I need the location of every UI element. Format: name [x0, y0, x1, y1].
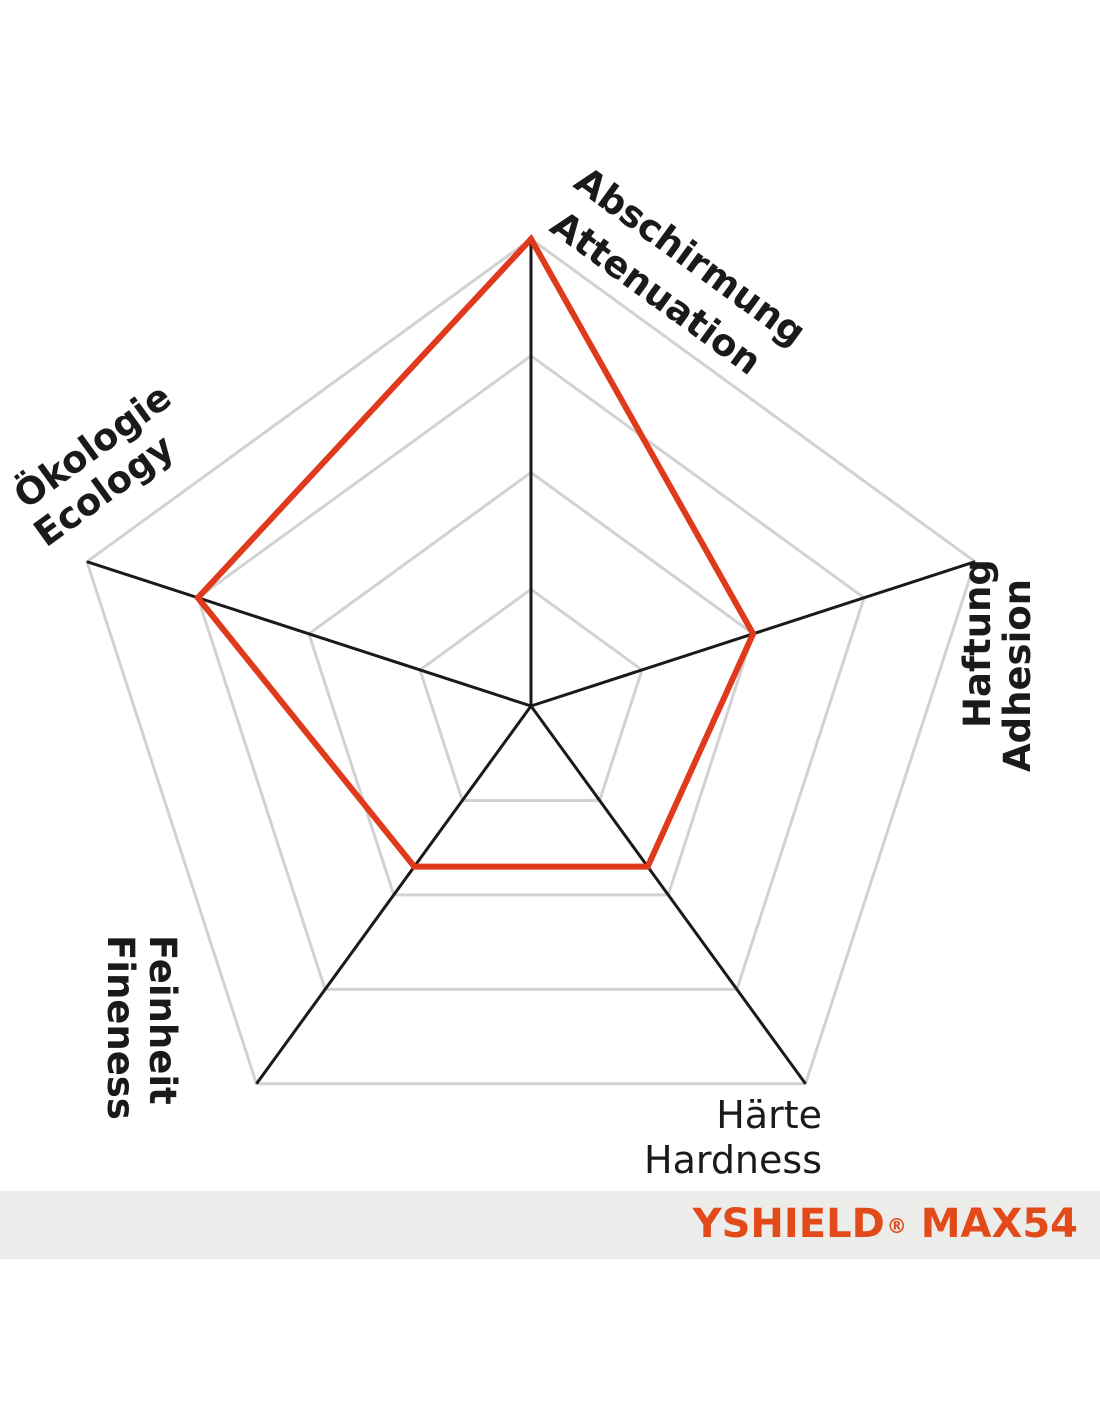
axis-label-adhesion: Adhesion	[996, 579, 1039, 772]
product-brand: YSHIELD	[692, 1201, 885, 1247]
axis-spoke-2	[529, 705, 807, 1085]
series-point-3	[411, 863, 418, 870]
axis-label-haftung: Haftung	[956, 559, 999, 728]
product-name: YSHIELD® MAX54	[693, 1198, 1078, 1250]
axis-spoke-4	[86, 560, 532, 708]
series-point-0	[528, 236, 534, 242]
grid-ring-2	[307, 470, 755, 897]
axis-label-fineness: Fineness	[99, 935, 142, 1120]
radar-series	[193, 233, 757, 870]
axis-label-hardness: Hardness	[644, 1138, 822, 1182]
axis-label-feinheit: Feinheit	[141, 935, 184, 1105]
radar-grid	[85, 237, 977, 1086]
series-point-2	[644, 863, 651, 870]
axis-spoke-3	[255, 705, 533, 1085]
footer-band	[0, 1191, 1100, 1259]
series-point-1	[750, 630, 757, 637]
axis-label-haerte: Härte	[716, 1093, 822, 1137]
series-line-0	[193, 233, 757, 870]
grid-ring-3	[196, 353, 866, 991]
grid-ring-4	[85, 237, 977, 1086]
grid-ring-1	[418, 587, 644, 802]
series-point-4	[194, 594, 201, 601]
product-model: MAX54	[920, 1201, 1078, 1247]
registered-mark: ®	[886, 1214, 907, 1238]
